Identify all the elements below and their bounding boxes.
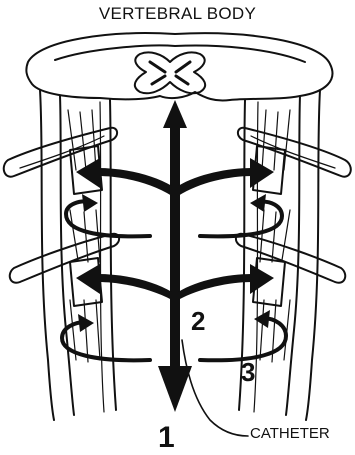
number-one-label: 1	[158, 421, 175, 455]
vertebral-body-label: VERTEBRAL BODY	[0, 4, 355, 24]
lower-right-lateral-arrow	[178, 274, 252, 300]
number-three-label: 3	[241, 357, 255, 388]
vertebral-body-outline	[26, 33, 332, 100]
central-arrow-tip-top	[163, 100, 187, 128]
grey-matter-outline	[135, 52, 205, 93]
spinal-column-left-wall	[60, 96, 74, 415]
catheter-label: CATHETER	[250, 425, 330, 442]
lower-left-lateral-arrow	[98, 274, 172, 300]
upper-circular-arrow	[66, 202, 150, 237]
vertebral-body-inner	[55, 46, 305, 62]
central-arrow-head-bottom	[158, 366, 192, 412]
upper-right-lateral-arrow	[178, 168, 252, 196]
upper-left-lateral-arrow	[98, 168, 172, 196]
spinal-column-right-wall	[286, 96, 300, 415]
catheter-leader-line	[182, 340, 248, 436]
number-two-label: 2	[191, 306, 205, 337]
central-arrow-shaft	[170, 112, 180, 370]
